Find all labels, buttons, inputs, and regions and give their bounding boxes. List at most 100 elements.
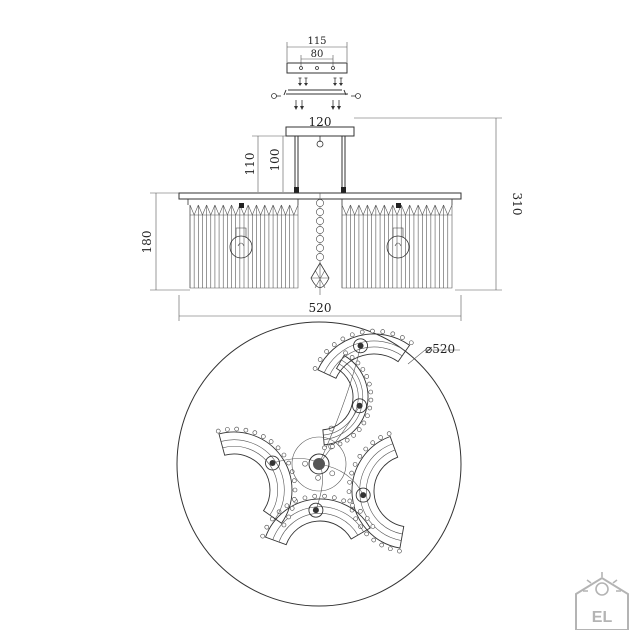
crystal-prism xyxy=(281,204,290,288)
crystal-prism xyxy=(434,204,444,288)
crystal-prism xyxy=(341,204,351,288)
socket xyxy=(353,338,368,354)
socket xyxy=(355,487,371,503)
bulb-left xyxy=(229,227,253,259)
crystal-bead xyxy=(322,445,327,451)
crystal-bead xyxy=(286,514,292,520)
crystal-bead xyxy=(284,503,290,509)
crystal-bead xyxy=(316,217,324,225)
crystal-bead xyxy=(312,493,317,499)
crystal-bead xyxy=(332,495,337,501)
crystal-bead xyxy=(291,478,297,484)
crystal-bead xyxy=(215,428,221,434)
crystal-bead xyxy=(316,235,324,243)
crystal-bead xyxy=(371,537,377,543)
crystal-bead xyxy=(356,427,362,432)
crystal-bead xyxy=(361,420,367,426)
logo-text: EL xyxy=(592,609,613,626)
crystal-bead xyxy=(363,446,369,452)
crystal-bead xyxy=(337,441,343,447)
crystal-bead xyxy=(358,508,363,514)
crystal-bead xyxy=(390,331,396,337)
crystal-bead xyxy=(324,349,329,354)
crystal-bead xyxy=(351,433,356,438)
crystal-prism xyxy=(289,204,299,288)
crystal-bead xyxy=(353,516,358,522)
crystal-bead xyxy=(316,244,324,252)
crystal-bead xyxy=(346,489,352,494)
crystal-arc-shades xyxy=(215,328,414,554)
mounting-plate-assembly: 115 80 120 xyxy=(271,36,361,129)
crystal-bead xyxy=(364,531,369,537)
crystal-bead xyxy=(370,524,376,529)
crystal-prism xyxy=(409,204,419,288)
crystal-prism xyxy=(384,204,394,288)
dim-rod-height-a: 110 xyxy=(243,153,257,176)
dim-canopy-width: 120 xyxy=(309,115,332,129)
arc-shade-2 xyxy=(312,328,414,379)
crystal-bead xyxy=(367,405,373,411)
crystal-prism xyxy=(256,204,266,288)
crystal-prism xyxy=(367,204,377,288)
arm-joint xyxy=(315,475,321,481)
crystal-bead xyxy=(370,328,375,334)
crystal-bead xyxy=(352,462,358,467)
crystal-bead xyxy=(316,253,324,261)
crystal-bead xyxy=(378,435,383,440)
brand-logo: EL xyxy=(575,572,629,630)
crystal-bead xyxy=(350,503,355,508)
crystal-bead xyxy=(275,445,281,451)
crystal-bead xyxy=(340,336,346,342)
crystal-prism xyxy=(239,204,249,288)
crystal-bead xyxy=(397,548,402,554)
crystal-bead xyxy=(343,350,348,356)
crystal-bead xyxy=(289,506,295,511)
socket xyxy=(308,502,324,518)
crystal-bead xyxy=(349,332,355,338)
arc-shade-3 xyxy=(346,431,405,554)
crystal-bead xyxy=(243,427,249,433)
crystal-bead xyxy=(261,434,266,439)
crystal-bead xyxy=(264,524,270,530)
crystal-prism xyxy=(426,204,436,288)
crystal-bead xyxy=(380,329,386,334)
crystal-bead xyxy=(355,360,361,366)
screw-set-lower xyxy=(294,100,341,110)
outer-circle xyxy=(176,321,462,607)
bulb-right xyxy=(386,227,410,259)
crystal-bead xyxy=(357,453,363,459)
crystal-bead xyxy=(317,357,323,362)
crystal-bead xyxy=(268,439,274,444)
crystal-bead xyxy=(322,493,327,499)
crystal-bead xyxy=(364,516,370,521)
crystal-bead xyxy=(368,397,374,403)
dim-diameter: ⌀520 xyxy=(425,342,455,356)
crystal-bead xyxy=(234,426,239,432)
crystal-bead xyxy=(365,413,370,419)
crystal-prism xyxy=(206,204,216,288)
arm-joint xyxy=(329,470,336,477)
crystal-shade-left xyxy=(189,203,299,289)
crystal-bead xyxy=(281,522,287,528)
crystal-prism xyxy=(189,204,199,288)
crystal-prism xyxy=(400,204,410,288)
dim-total-height: 310 xyxy=(510,193,524,216)
dim-width: 520 xyxy=(309,301,332,315)
center-hub xyxy=(291,436,347,492)
crystal-bead xyxy=(260,533,265,539)
arm-joint xyxy=(302,460,308,467)
crystal-bead xyxy=(347,498,353,504)
socket xyxy=(352,398,367,414)
crystal-bead xyxy=(331,342,337,347)
crystal-bead xyxy=(349,470,354,476)
crystal-bead xyxy=(225,427,230,432)
crystal-bead xyxy=(359,329,365,335)
socket xyxy=(265,455,280,471)
dim-hole-spacing: 80 xyxy=(311,49,324,60)
crystal-bead xyxy=(281,452,287,458)
crystal-bead xyxy=(330,444,335,449)
screw-set-side xyxy=(271,93,361,99)
screw-set-upper xyxy=(298,77,343,86)
top-view: ⌀520 xyxy=(176,321,462,607)
